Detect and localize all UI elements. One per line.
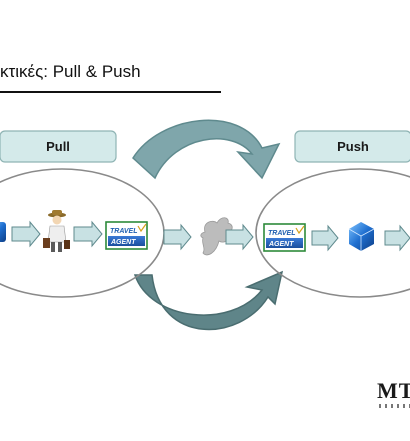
right-arrow-icon	[73, 220, 103, 248]
company-logo: MT	[377, 378, 410, 403]
title-underline	[0, 91, 221, 93]
slide-title: κτικές: Pull & Push	[0, 62, 141, 81]
push-label-box: Push	[294, 130, 410, 163]
right-arrow-icon	[311, 224, 339, 252]
curved-arrow-top	[132, 119, 281, 180]
push-ellipse	[255, 168, 410, 298]
pull-label: Pull	[46, 139, 70, 154]
svg-text:TRAVEL: TRAVEL	[268, 230, 295, 237]
traveler-icon	[43, 210, 70, 252]
right-arrow-icon	[225, 223, 254, 251]
curved-arrow-bottom	[133, 270, 284, 331]
travel-agent-sign-icon: TRAVEL AGENT	[263, 223, 306, 252]
blue-cube-icon	[348, 222, 375, 251]
logo-subtext-mark	[379, 404, 410, 408]
svg-text:TRAVEL: TRAVEL	[110, 228, 137, 235]
svg-text:AGENT: AGENT	[110, 239, 136, 246]
right-arrow-icon	[384, 224, 410, 252]
svg-text:AGENT: AGENT	[268, 241, 294, 248]
push-label: Push	[337, 139, 369, 154]
travel-agent-sign-icon: TRAVEL AGENT	[105, 221, 148, 250]
blue-cube-icon	[0, 222, 6, 242]
pull-label-box: Pull	[0, 130, 117, 163]
right-arrow-icon	[11, 220, 41, 248]
right-arrow-icon	[163, 223, 192, 251]
